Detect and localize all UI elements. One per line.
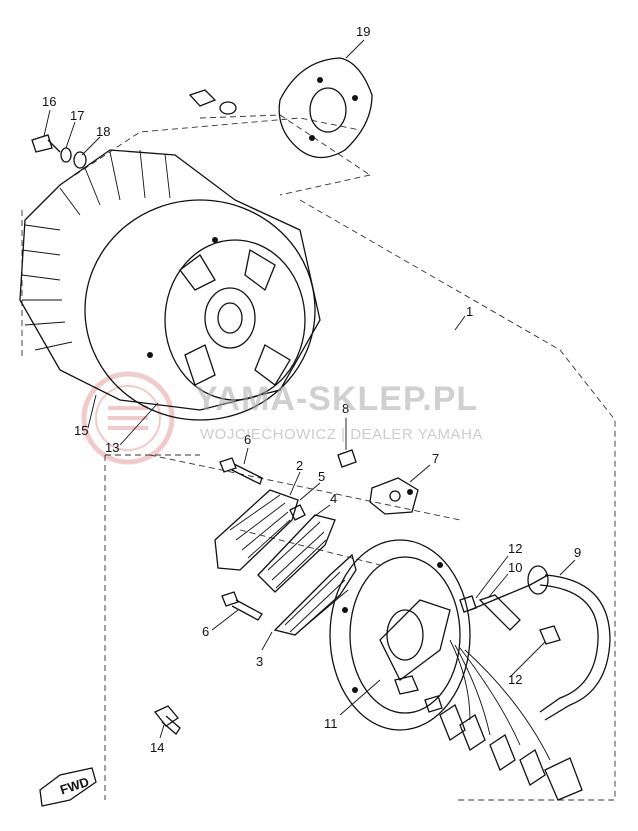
- part-2-coil: [214, 489, 299, 571]
- callout-19: 19: [356, 24, 370, 39]
- part-11-stator-base: [329, 539, 471, 731]
- callout-7: 7: [432, 451, 439, 466]
- callout-6-lower: 6: [202, 624, 209, 639]
- callout-5: 5: [318, 469, 325, 484]
- callout-10: 10: [508, 560, 522, 575]
- part-9-wiring-harness: [439, 565, 611, 801]
- part-8-screw: [337, 449, 357, 468]
- callout-6-upper: 6: [244, 432, 251, 447]
- callout-labels: 1 2 3 4 5 6 6 7 8 9 10 11 12 12 13 14 15…: [42, 24, 581, 755]
- watermark-title: YAMA-SKLEP.PL: [195, 380, 479, 418]
- callout-17: 17: [70, 108, 84, 123]
- callout-15: 15: [74, 423, 88, 438]
- callout-18: 18: [96, 124, 110, 139]
- leader-lines: [43, 39, 576, 739]
- top-nut-washer: [188, 89, 237, 115]
- flywheel-rotor: [19, 149, 321, 421]
- harness-screw: [424, 695, 443, 713]
- part-12-screw-lower: [539, 625, 561, 645]
- part-10-clamp: [478, 594, 521, 631]
- fwd-label: FWD: [58, 774, 91, 797]
- callout-9: 9: [574, 545, 581, 560]
- part-6-screw-upper: [219, 457, 263, 485]
- part-7-breaker-block: [369, 477, 419, 515]
- yamaha-logo-watermark: [81, 371, 175, 465]
- part-16-bolt: [31, 134, 61, 153]
- watermark-subtitle: WOJCIECHOWICZ | DEALER YAMAHA: [200, 426, 483, 443]
- callout-4: 4: [330, 491, 337, 506]
- callout-12-upper: 12: [508, 541, 522, 556]
- fwd-direction-marker: FWD: [39, 767, 97, 807]
- callout-16: 16: [42, 94, 56, 109]
- part-14-bolt: [153, 705, 181, 735]
- part-4-coil: [257, 504, 336, 593]
- callout-2: 2: [296, 458, 303, 473]
- callout-3: 3: [256, 654, 263, 669]
- assembly-outline: [21, 114, 616, 801]
- part-19-plate: [278, 57, 373, 159]
- callout-11: 11: [324, 716, 338, 731]
- callout-14: 14: [150, 740, 164, 755]
- part-6-screw-lower: [221, 591, 263, 621]
- part-12-screw-upper: [459, 595, 477, 613]
- callout-13: 13: [105, 440, 119, 455]
- part-17-washer: [60, 147, 72, 163]
- callout-12-lower: 12: [508, 672, 522, 687]
- callout-1: 1: [466, 304, 473, 319]
- part-18-nut: [73, 151, 87, 169]
- callout-8: 8: [342, 401, 349, 416]
- part-3-coil: [273, 553, 357, 636]
